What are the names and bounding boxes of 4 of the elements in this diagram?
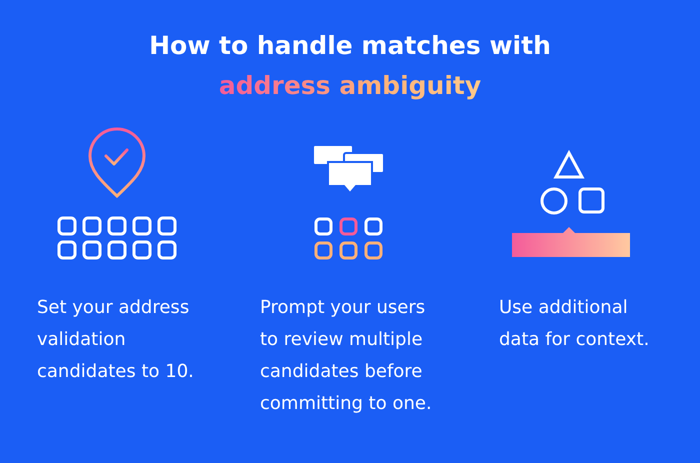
tip-text: Use additional data for context. xyxy=(499,296,650,352)
tip-text: Set your address validation candidates to 10. xyxy=(37,296,195,384)
title: How to handle matches with address ambiguity xyxy=(148,30,552,102)
tip-text: Prompt your users to review multiple candidates before committing to one. xyxy=(260,296,433,416)
